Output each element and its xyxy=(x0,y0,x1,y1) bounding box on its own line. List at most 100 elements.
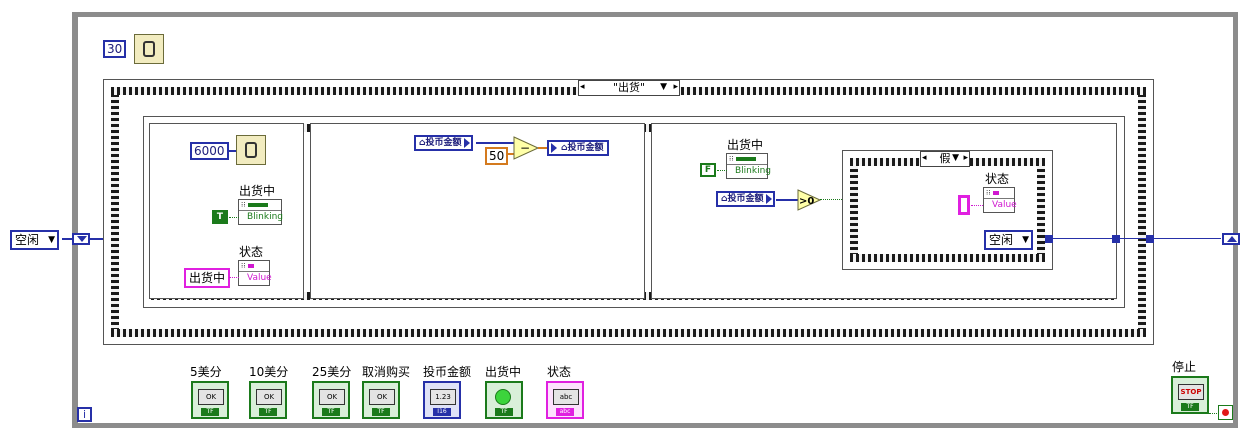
case-selector-terminal: ? xyxy=(842,193,849,204)
button-terminal-10-cents[interactable]: OK TF xyxy=(249,381,287,419)
button-terminal-5-cents[interactable]: OK TF xyxy=(191,381,229,419)
false-constant[interactable]: F xyxy=(700,163,716,177)
wire xyxy=(229,277,239,278)
numeric-type-tag: I16 xyxy=(433,408,451,416)
wait-ms-icon[interactable] xyxy=(134,34,164,64)
up-arrow-icon xyxy=(1227,236,1237,242)
chevron-down-icon[interactable]: ▼ xyxy=(952,153,959,163)
wire xyxy=(820,199,842,200)
decrement-icon[interactable]: ◂ xyxy=(580,82,585,92)
wire xyxy=(1053,238,1221,239)
svg-text:>0: >0 xyxy=(799,196,814,207)
wire xyxy=(90,238,104,240)
property-name: Blinking xyxy=(239,211,283,224)
button-face: OK xyxy=(198,389,224,405)
control-label: 5美分 xyxy=(190,365,222,379)
house-icon: ⌂ xyxy=(721,194,728,204)
string-face: abc xyxy=(553,389,579,405)
property-node-header: ⁝⁝ xyxy=(727,154,767,165)
button-terminal-25-cents[interactable]: OK TF xyxy=(312,381,350,419)
decrement-icon[interactable]: ◂ xyxy=(922,153,927,163)
arrow-right-icon xyxy=(766,194,773,204)
wire xyxy=(229,217,239,218)
property-node-value[interactable]: ⁝⁝ Value xyxy=(238,260,272,286)
empty-string-constant[interactable] xyxy=(958,195,970,215)
wait-ms-constant[interactable]: 30 xyxy=(103,40,127,58)
wait-ms-icon[interactable] xyxy=(236,135,266,165)
tunnel xyxy=(1112,235,1120,243)
case-selector-inner[interactable]: ◂ 假 ▼ ▸ xyxy=(920,151,970,167)
shift-register-left[interactable] xyxy=(72,233,90,245)
indicator-terminal-coin-amount[interactable]: 1.23 I16 xyxy=(423,381,461,419)
wire xyxy=(476,142,514,144)
case-selector-outer[interactable]: ◂ "出货" ▼ ▸ xyxy=(578,80,680,96)
shift-register-right[interactable] xyxy=(1222,233,1240,245)
state-enum-initial[interactable]: 空闲 ▼ xyxy=(10,230,60,250)
control-label: 投币金额 xyxy=(423,365,472,379)
greater-than-zero-function[interactable]: >0 xyxy=(797,189,821,211)
tunnel xyxy=(1146,235,1154,243)
property-node-label: 状态 xyxy=(985,172,1010,186)
local-variable-name: 投币金额 xyxy=(727,194,764,204)
state-enum-next[interactable]: 空闲 ▼ xyxy=(984,230,1034,250)
wait-ms-constant[interactable]: 6000 xyxy=(190,142,229,160)
control-label: 状态 xyxy=(547,365,572,379)
indicator-terminal-dispensing[interactable]: TF xyxy=(485,381,523,419)
increment-icon[interactable]: ▸ xyxy=(673,82,678,92)
case-selector-label: 假 xyxy=(939,152,951,165)
control-label: 停止 xyxy=(1172,360,1197,374)
control-label: 10美分 xyxy=(249,365,289,379)
led-icon xyxy=(495,389,511,405)
wire xyxy=(62,238,72,240)
property-node-blinking[interactable]: ⁝⁝ Blinking xyxy=(238,199,283,225)
button-face: OK xyxy=(319,389,345,405)
bool-type-tag: TF xyxy=(1181,403,1199,411)
case-structure-inner xyxy=(842,150,1053,270)
increment-icon[interactable]: ▸ xyxy=(963,153,968,163)
chevron-down-icon: ▼ xyxy=(1022,235,1030,245)
house-icon: ⌂ xyxy=(561,143,568,153)
true-constant[interactable]: T xyxy=(212,210,228,224)
enum-value: 空闲 xyxy=(15,233,40,247)
string-constant[interactable]: 出货中 xyxy=(184,268,231,288)
loop-condition-terminal[interactable] xyxy=(1218,405,1233,420)
local-variable-read[interactable]: ⌂投币金额 xyxy=(716,191,776,207)
iteration-terminal[interactable]: i xyxy=(77,407,92,422)
string-type-tag: abc xyxy=(556,408,574,416)
property-node-value[interactable]: ⁝⁝ Value xyxy=(983,187,1017,213)
property-name: Blinking xyxy=(727,165,771,178)
down-arrow-icon xyxy=(77,236,87,242)
property-node-blinking[interactable]: ⁝⁝ Blinking xyxy=(726,153,771,179)
numeric-constant[interactable]: 50 xyxy=(485,147,509,165)
wire xyxy=(228,150,236,152)
arrow-right-icon xyxy=(551,143,557,153)
wire xyxy=(1209,413,1219,414)
button-terminal-cancel[interactable]: OK TF xyxy=(362,381,400,419)
control-label: 出货中 xyxy=(485,365,522,379)
subtract-function[interactable]: − xyxy=(513,136,539,160)
stop-button-terminal[interactable]: STOP TF xyxy=(1171,376,1209,414)
indicator-terminal-status[interactable]: abc abc xyxy=(546,381,584,419)
enum-value: 空闲 xyxy=(989,233,1014,247)
wire xyxy=(971,205,983,206)
chevron-down-icon: ▼ xyxy=(48,235,56,245)
local-variable-write[interactable]: ⌂投币金额 xyxy=(547,140,610,156)
arrow-right-icon xyxy=(464,138,471,148)
case-selector-label: "出货" xyxy=(612,81,646,94)
house-icon: ⌂ xyxy=(419,138,426,148)
wire xyxy=(538,147,548,149)
svg-text:−: − xyxy=(520,141,530,155)
property-node-header: ⁝⁝ xyxy=(239,261,269,272)
property-name: Value xyxy=(239,272,272,285)
property-node-header: ⁝⁝ xyxy=(984,188,1014,199)
local-variable-read[interactable]: ⌂投币金额 xyxy=(414,135,474,151)
button-face: OK xyxy=(256,389,282,405)
button-face: OK xyxy=(369,389,395,405)
button-face: STOP xyxy=(1178,384,1204,400)
property-name: Value xyxy=(984,199,1017,212)
bool-type-tag: TF xyxy=(322,408,340,416)
numeric-face: 1.23 xyxy=(430,389,456,405)
property-node-label: 状态 xyxy=(239,245,264,259)
chevron-down-icon[interactable]: ▼ xyxy=(660,82,667,92)
bool-type-tag: TF xyxy=(372,408,390,416)
